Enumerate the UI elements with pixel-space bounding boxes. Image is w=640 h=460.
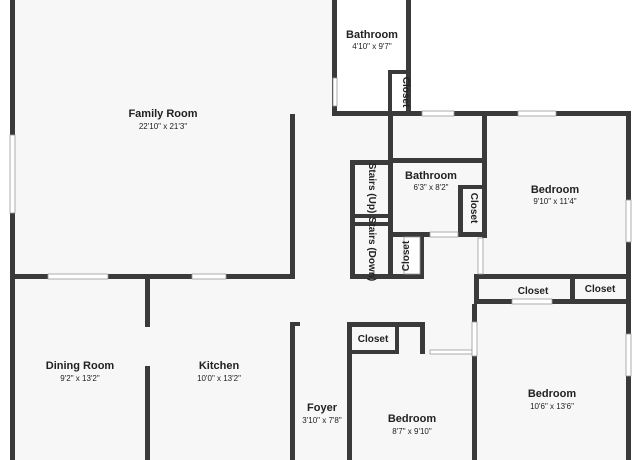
closet-se-right-label: Closet [585, 284, 616, 295]
interior-walls [12, 70, 630, 460]
closet-bath-top-label: Closet [400, 77, 411, 108]
windows [9, 77, 632, 377]
outer-walls [10, 0, 631, 460]
closet-se-left-label: Closet [518, 286, 549, 297]
closet-stairs-label: Closet [401, 240, 412, 271]
foyer-dims: 3'10" x 7'8" [302, 416, 342, 425]
stairs-up-label: Stairs (Up) [366, 163, 377, 214]
bedroom-ne-name: Bedroom [531, 184, 580, 196]
bathroom-mid-dims: 6'3" x 8'2" [414, 183, 449, 192]
bedroom-se-dims: 10'6" x 13'6" [530, 402, 574, 411]
kitchen-dims: 10'0" x 13'2" [197, 374, 241, 383]
bedroom-s-name: Bedroom [388, 413, 437, 425]
bedroom-s-dims: 8'7" x 9'10" [392, 427, 432, 436]
foyer-name: Foyer [307, 402, 338, 414]
dining-room-name: Dining Room [46, 360, 115, 372]
bathroom-top-name: Bathroom [346, 29, 398, 41]
closet-bath-mid-label: Closet [468, 193, 479, 224]
bathroom-top-dims: 4'10" x 9'7" [352, 42, 392, 51]
dining-room-dims: 9'2" x 13'2" [60, 374, 100, 383]
bedroom-se-name: Bedroom [528, 388, 577, 400]
bathroom-mid-name: Bathroom [405, 170, 457, 182]
family-room-name: Family Room [128, 108, 197, 120]
family-room-dims: 22'10" x 21'3" [139, 122, 187, 131]
bedroom-ne-dims: 9'10" x 11'4" [533, 197, 576, 206]
closet-bedroom-s-label: Closet [358, 334, 389, 345]
stairs-down-label: Stairs (Down) [366, 217, 377, 281]
kitchen-name: Kitchen [199, 360, 240, 372]
